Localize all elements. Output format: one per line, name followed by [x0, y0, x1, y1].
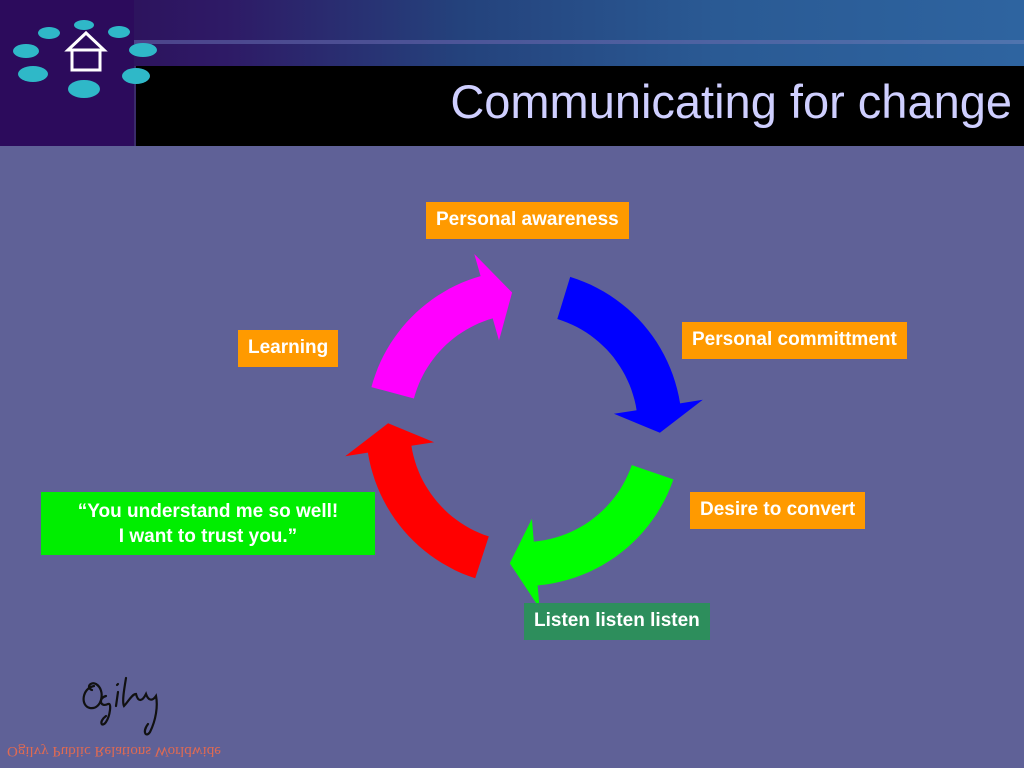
stage-label-listen: Listen listen listen	[524, 603, 710, 640]
slide-title: Communicating for change	[450, 75, 1012, 128]
ogilvy-signature	[82, 676, 158, 736]
logo-panel-divider	[134, 66, 136, 146]
header-gradient-band	[0, 0, 1024, 66]
quote-box: “You understand me so well! I want to tr…	[41, 492, 375, 555]
house-icon[interactable]	[64, 30, 108, 72]
cycle-arrow-magenta	[371, 254, 513, 399]
stage-label-personal-awareness: Personal awareness	[426, 202, 629, 239]
logo-dot	[18, 66, 48, 82]
logo-dot	[108, 26, 130, 38]
stage-label-learning: Learning	[238, 330, 339, 367]
cycle-arrow-red	[345, 423, 489, 579]
quote-line-1: “You understand me so well!	[77, 501, 339, 522]
header-stripe	[0, 40, 1024, 44]
stage-label-desire-to-convert: Desire to convert	[690, 492, 866, 529]
logo-dot	[38, 27, 60, 39]
cycle-arrow-green	[509, 465, 674, 609]
logo-dot	[122, 68, 150, 84]
cycle-arrow-blue	[557, 276, 703, 433]
header-bar: Communicating for change	[0, 0, 1024, 146]
logo-dot	[74, 20, 94, 30]
logo-dot	[13, 44, 39, 58]
logo-dot	[68, 80, 100, 98]
logo-dot	[129, 43, 157, 57]
stage-label-personal-committment: Personal committment	[682, 322, 907, 359]
quote-line-2: I want to trust you.”	[118, 526, 298, 547]
home-logo[interactable]	[0, 0, 170, 110]
brand-tagline: Ogilvy Public Relations Worldwide	[7, 743, 221, 759]
